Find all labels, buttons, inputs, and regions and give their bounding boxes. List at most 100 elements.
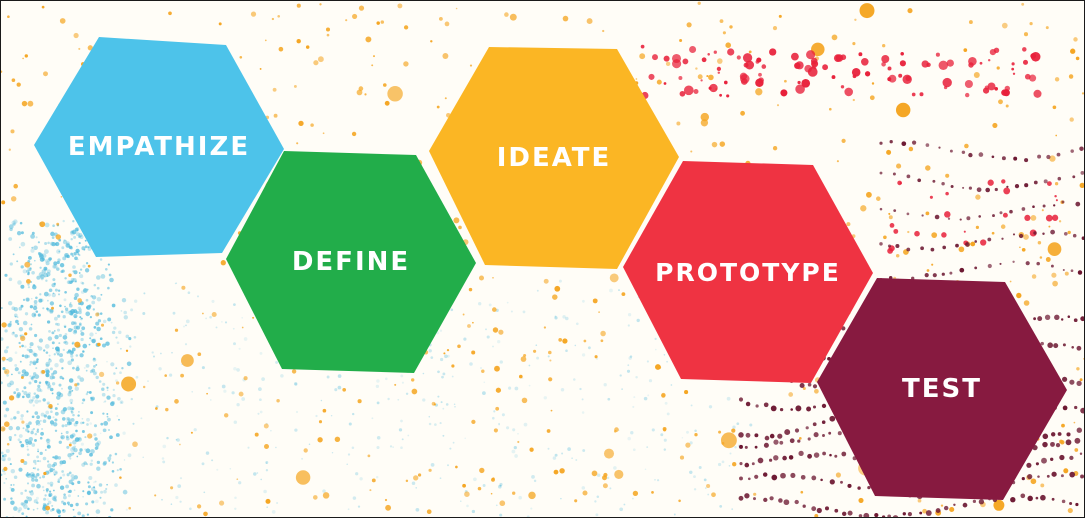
maroon-streak-dot xyxy=(1050,432,1056,437)
blue-texture-dot xyxy=(85,311,91,317)
blue-wash-dot xyxy=(528,384,531,387)
orange-splatter-dot xyxy=(860,205,867,212)
blue-texture-dot xyxy=(106,413,109,415)
orange-splatter-dot xyxy=(367,454,371,458)
blue-texture-dot xyxy=(28,437,33,442)
blue-texture-dot xyxy=(119,400,124,405)
blue-texture-dot xyxy=(49,308,54,313)
red-splatter-dot xyxy=(893,228,899,234)
orange-splatter-dot xyxy=(27,100,34,107)
blue-texture-dot xyxy=(92,308,95,311)
blue-texture-dot xyxy=(81,326,86,331)
red-splatter-dot xyxy=(663,82,667,85)
orange-splatter-dot xyxy=(504,12,509,17)
blue-wash-dot xyxy=(632,448,636,452)
blue-wash-dot xyxy=(618,289,620,292)
orange-splatter-dot xyxy=(550,409,553,412)
orange-splatter-dot xyxy=(602,483,608,489)
blue-wash-dot xyxy=(627,436,631,441)
red-splatter-dot xyxy=(801,78,811,88)
blue-texture-dot xyxy=(80,337,84,342)
blue-wash-dot xyxy=(596,473,601,477)
blue-wash-dot xyxy=(80,290,85,294)
blue-texture-dot xyxy=(82,421,85,424)
orange-splatter-dot xyxy=(1059,439,1064,444)
blue-texture-dot xyxy=(92,357,97,362)
maroon-streak-dot xyxy=(754,445,758,449)
orange-splatter-dot xyxy=(298,120,304,127)
maroon-streak-dot xyxy=(739,444,743,449)
maroon-streak-dot xyxy=(1010,497,1016,503)
maroon-streak-dot xyxy=(901,141,907,147)
orange-splatter-dot xyxy=(373,55,375,58)
blue-wash-dot xyxy=(62,348,65,352)
orange-splatter-dot xyxy=(883,235,887,240)
blue-texture-dot xyxy=(26,430,30,434)
orange-splatter-dot xyxy=(495,406,500,411)
orange-splatter-dot xyxy=(602,29,605,33)
blue-wash-dot xyxy=(260,478,263,481)
blue-wash-dot xyxy=(567,447,571,451)
blue-texture-dot xyxy=(49,257,53,260)
orange-splatter-dot xyxy=(740,110,745,116)
blue-wash-dot xyxy=(492,416,495,420)
blue-wash-dot xyxy=(582,449,586,452)
blue-texture-dot xyxy=(102,462,107,466)
blue-texture-dot xyxy=(59,263,65,268)
blue-texture-dot xyxy=(8,425,13,431)
blue-wash-dot xyxy=(93,481,95,484)
red-splatter-dot xyxy=(736,55,741,60)
blue-wash-dot xyxy=(636,318,640,323)
orange-splatter-dot xyxy=(376,21,380,25)
blue-texture-dot xyxy=(54,362,59,368)
blue-wash-dot xyxy=(184,343,188,346)
blue-texture-dot xyxy=(27,283,30,286)
blue-wash-dot xyxy=(463,337,467,341)
blue-wash-dot xyxy=(236,368,240,372)
blue-texture-dot xyxy=(6,358,9,361)
maroon-streak-dot xyxy=(794,428,800,433)
blue-wash-dot xyxy=(31,443,36,447)
blue-texture-dot xyxy=(71,389,74,392)
blue-texture-dot xyxy=(59,304,62,308)
blue-texture-dot xyxy=(39,266,42,269)
blue-texture-dot xyxy=(17,280,22,285)
orange-splatter-dot xyxy=(925,165,931,171)
maroon-streak-dot xyxy=(1050,229,1055,235)
red-splatter-dot xyxy=(758,77,764,84)
maroon-streak-dot xyxy=(925,510,932,516)
blue-texture-dot xyxy=(13,219,18,224)
orange-splatter-dot xyxy=(384,498,388,502)
maroon-streak-dot xyxy=(790,408,793,411)
blue-texture-dot xyxy=(56,395,61,400)
orange-splatter-dot xyxy=(411,388,418,395)
maroon-streak-dot xyxy=(889,140,893,144)
maroon-streak-dot xyxy=(978,152,984,157)
orange-splatter-dot xyxy=(1081,92,1084,95)
red-splatter-dot xyxy=(887,66,892,71)
blue-wash-dot xyxy=(493,410,496,413)
maroon-streak-dot xyxy=(820,478,823,482)
orange-splatter-dot xyxy=(492,327,499,333)
blue-texture-dot xyxy=(62,509,66,513)
orange-splatter-dot xyxy=(364,93,367,96)
stage-define-hexagon: DEFINE xyxy=(226,151,476,373)
blue-wash-dot xyxy=(646,360,649,363)
blue-texture-dot xyxy=(77,437,82,442)
blue-texture-dot xyxy=(28,473,31,476)
blue-texture-dot xyxy=(1,473,3,477)
blue-wash-dot xyxy=(257,412,260,415)
maroon-streak-dot xyxy=(788,455,794,460)
hexagon-fill xyxy=(429,47,679,269)
blue-texture-dot xyxy=(126,361,132,367)
orange-splatter-dot xyxy=(708,74,714,81)
blue-texture-dot xyxy=(53,470,58,476)
blue-texture-dot xyxy=(115,367,118,370)
blue-wash-dot xyxy=(122,431,126,435)
maroon-streak-dot xyxy=(879,207,883,211)
orange-splatter-dot xyxy=(632,490,639,497)
blue-wash-dot xyxy=(134,299,138,303)
blue-wash-dot xyxy=(147,380,149,382)
blue-texture-dot xyxy=(25,442,29,445)
orange-splatter-dot xyxy=(512,491,516,495)
